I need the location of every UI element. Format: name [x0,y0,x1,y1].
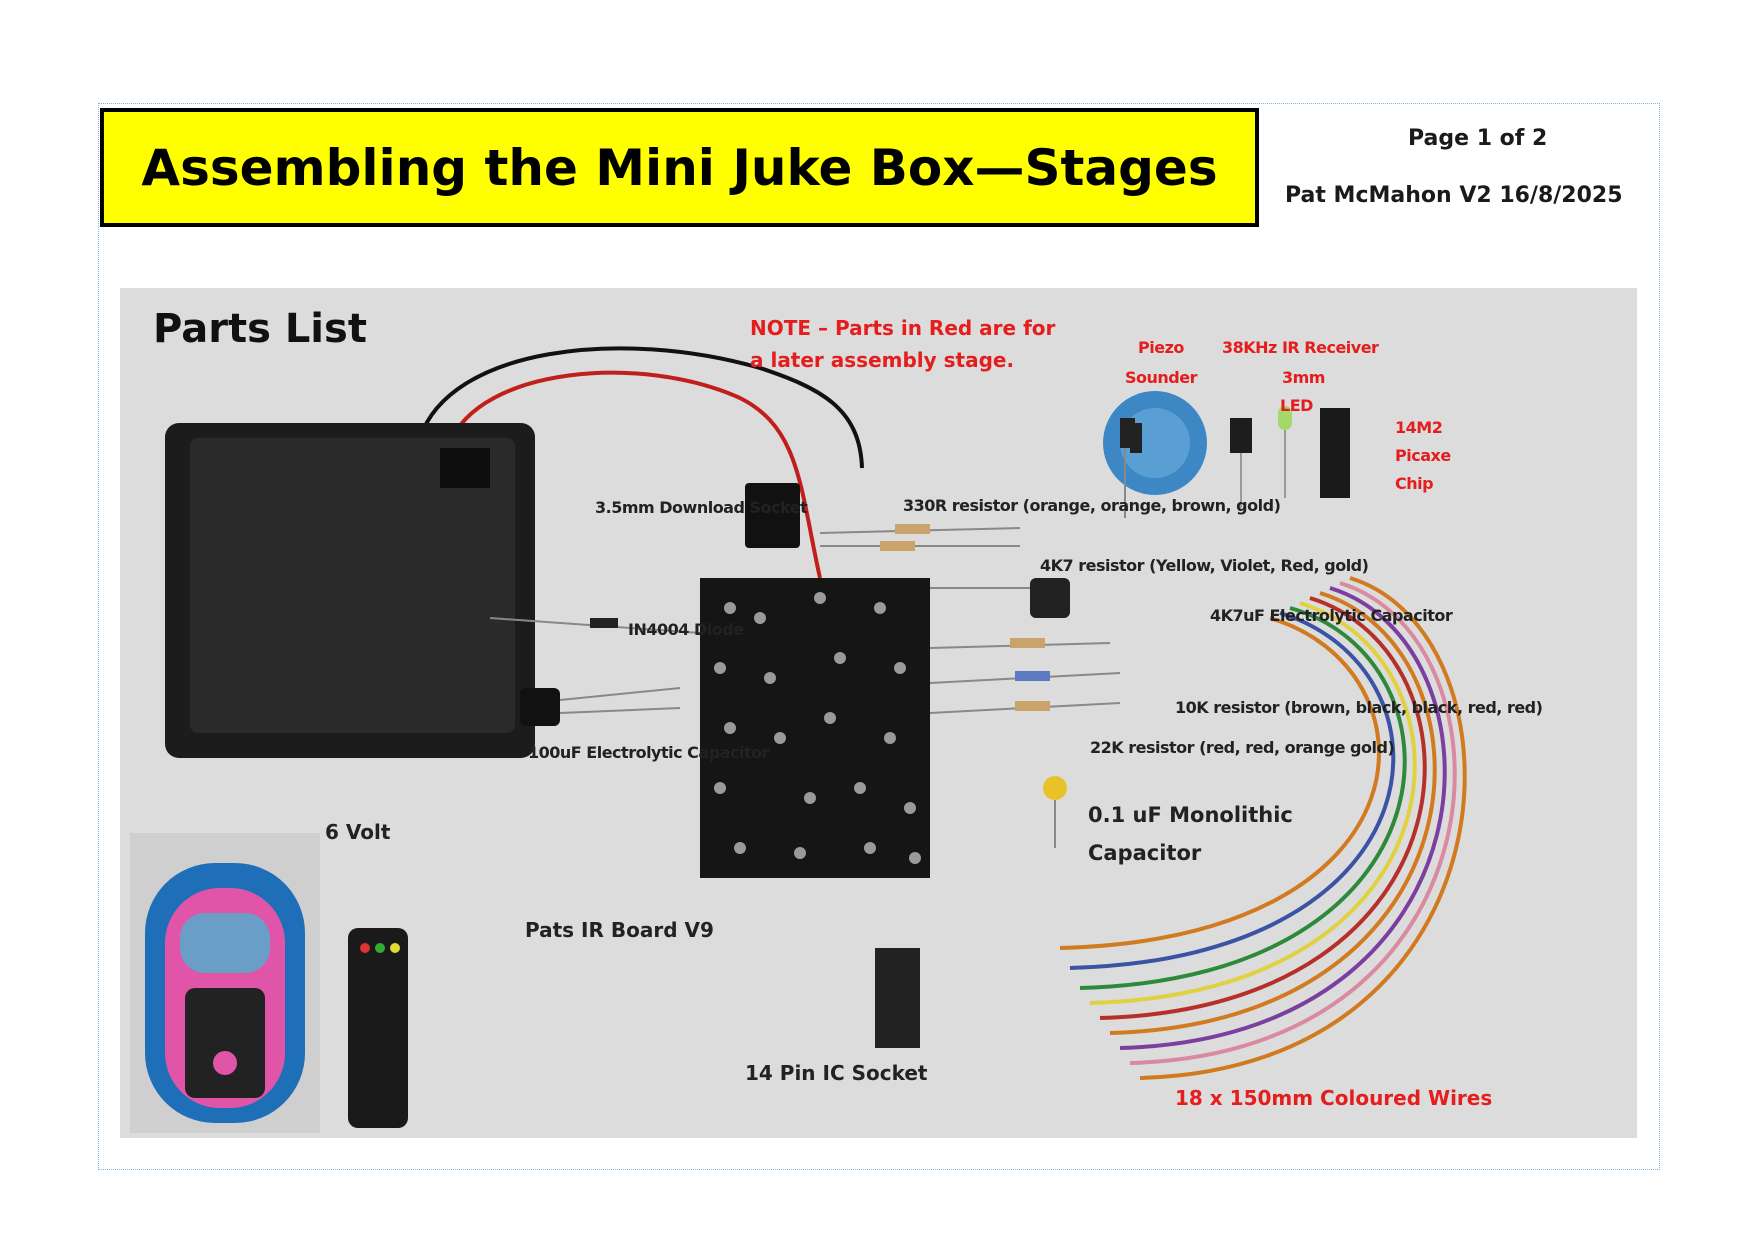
page-number: Page 1 of 2 [1408,126,1548,151]
pcb-board [700,578,930,878]
ir-receiver-label: 38KHz IR Receiver [1222,338,1379,357]
picaxe-chip [1320,408,1350,498]
note-line-2: a later assembly stage. [750,348,1015,372]
diode-label: IN4004 Diode [628,620,744,639]
remote-control [348,928,408,1128]
cap100-label: 100uF Electrolytic Capacitor [528,743,769,762]
cap47-label: 4K7uF Electrolytic Capacitor [1210,606,1453,625]
r330-label: 330R resistor (orange, orange, brown, go… [903,496,1281,515]
author-version: Pat McMahon V2 16/8/2025 [1285,183,1623,208]
battery-label: 6 Volt [325,820,391,844]
chip-label-1: 14M2 [1395,418,1443,437]
piezo-label-1: Piezo [1138,338,1184,357]
mono-cap-label-2: Capacitor [1088,841,1202,865]
board-label: Pats IR Board V9 [525,918,714,942]
piezo-label-2: Sounder [1125,368,1198,387]
led-label-1: 3mm [1282,368,1325,387]
note-line-1: NOTE – Parts in Red are for [750,316,1056,340]
r22k-label: 22K resistor (red, red, orange gold) [1090,738,1395,757]
led-label-2: LED [1280,396,1313,415]
parts-list-heading: Parts List [153,306,367,352]
r4k7-label: 4K7 resistor (Yellow, Violet, Red, gold) [1040,556,1369,575]
page-frame [98,103,1660,1170]
page-title: Assembling the Mini Juke Box—Stages [141,138,1218,197]
title-banner: Assembling the Mini Juke Box—Stages [100,108,1259,227]
wires-label: 18 x 150mm Coloured Wires [1175,1086,1493,1110]
parts-illustration [130,346,1467,1133]
chip-label-2: Picaxe [1395,446,1451,465]
download-socket-label: 3.5mm Download Socket [595,498,808,517]
parts-photo: Parts List NOTE – Parts in Red are for a… [120,288,1637,1138]
ic-socket-label: 14 Pin IC Socket [745,1061,928,1085]
ic-socket [875,948,920,1048]
download-socket [745,483,800,548]
chip-label-3: Chip [1395,474,1434,493]
mono-cap-label-1: 0.1 uF Monolithic [1088,803,1293,827]
r10k-label: 10K resistor (brown, black, black, red, … [1175,698,1543,717]
